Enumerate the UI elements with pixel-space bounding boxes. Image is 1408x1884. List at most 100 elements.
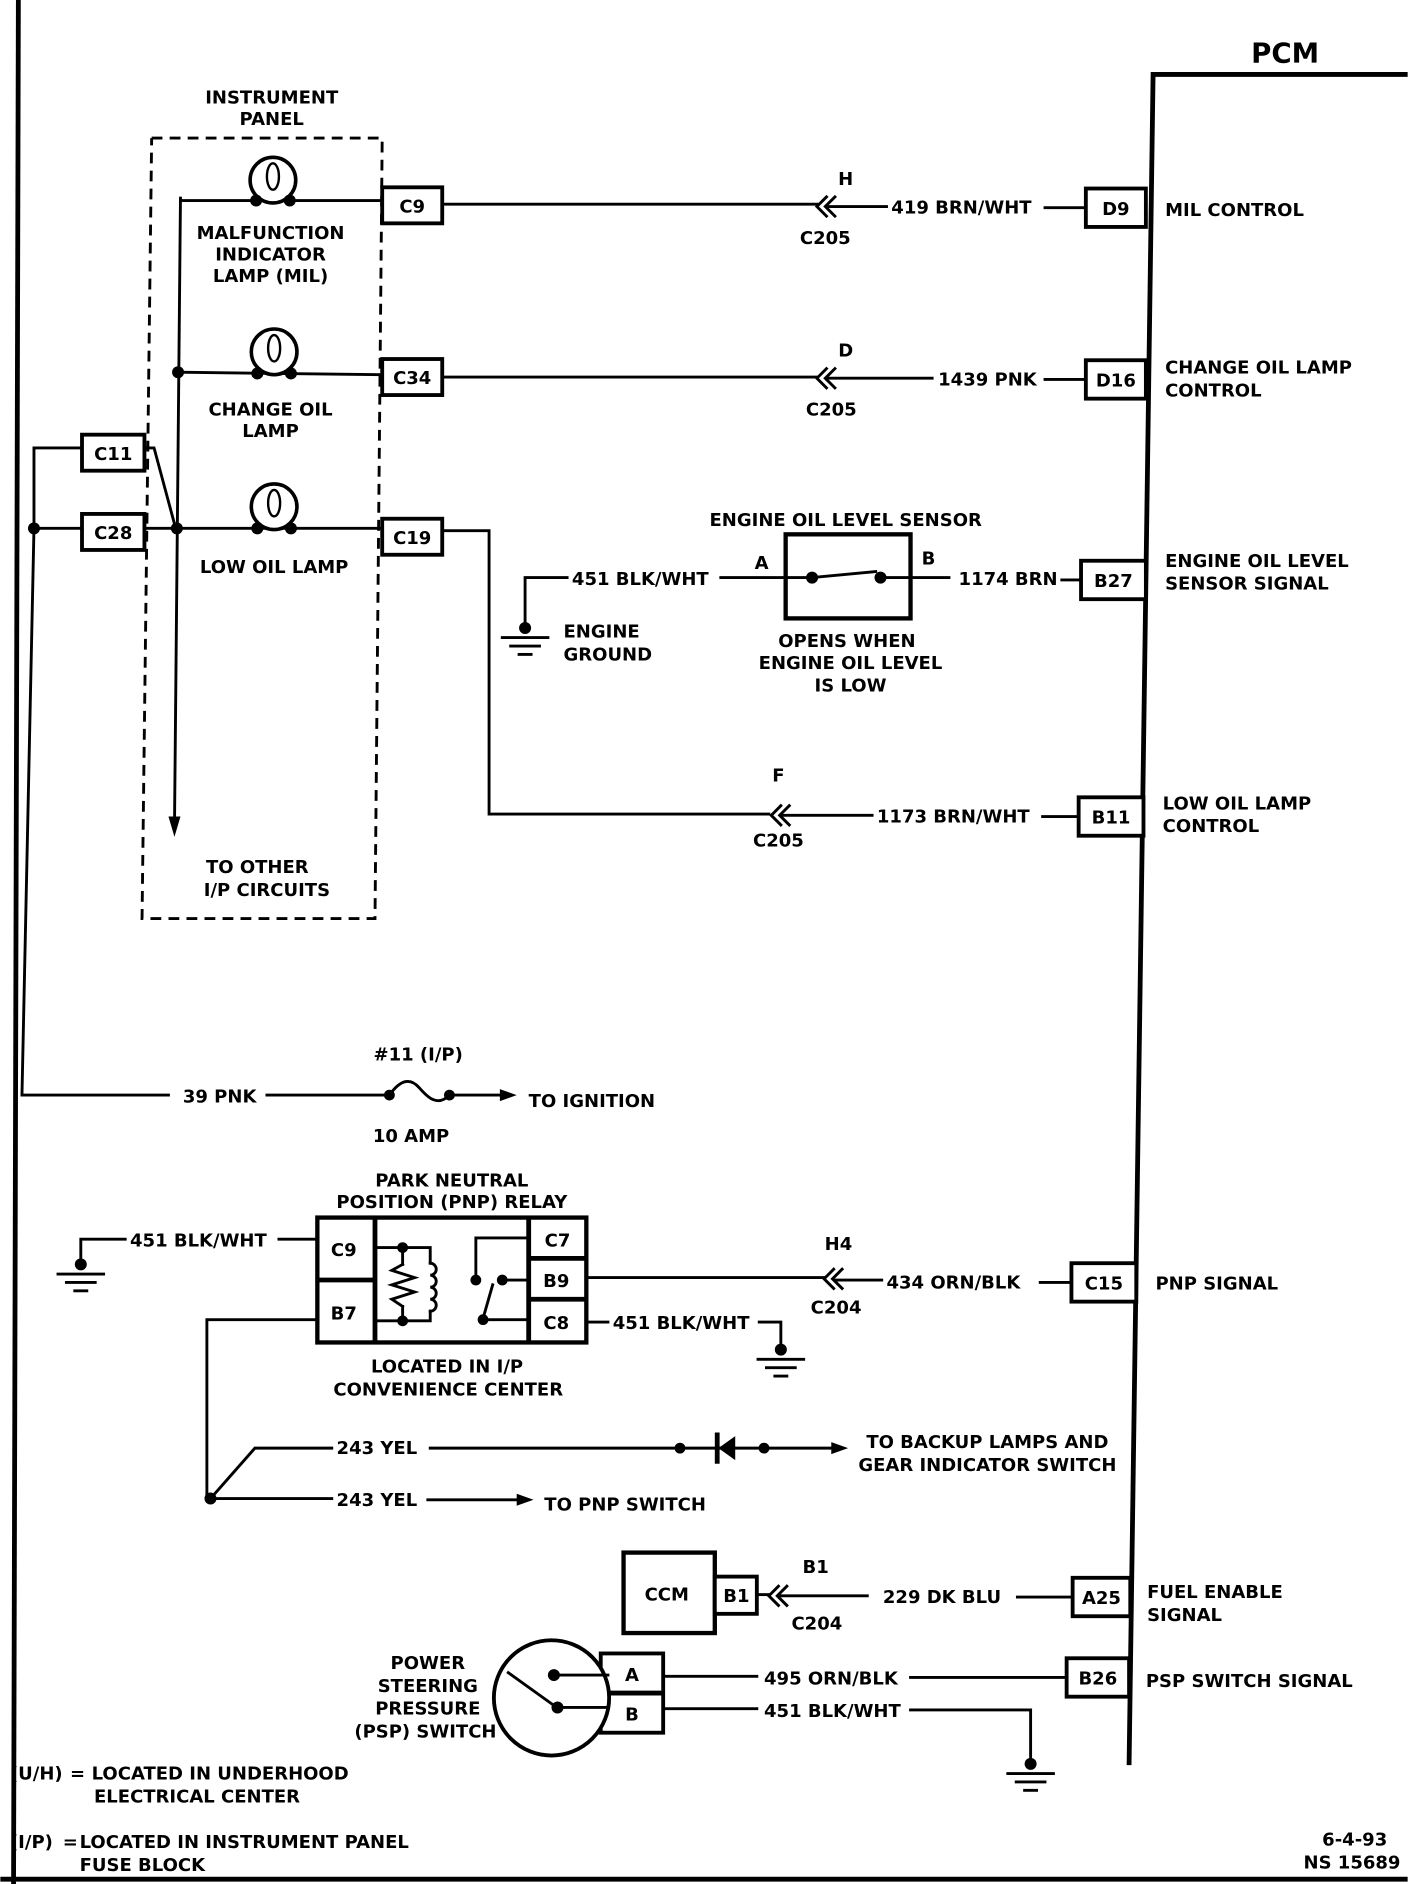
change-oil-label-2: LAMP xyxy=(242,421,299,442)
sensor-note-2: ENGINE OIL LEVEL xyxy=(759,653,943,674)
psp-label-3: PRESSURE xyxy=(375,1699,480,1720)
wire-label: 451 BLK/WHT xyxy=(764,1701,901,1722)
down-arrow-icon xyxy=(168,816,181,837)
pcm-pin-desc-2: CONTROL xyxy=(1165,380,1262,401)
pcm-pin-label: D16 xyxy=(1096,371,1136,392)
wire-label: 434 ORN/BLK xyxy=(887,1272,1022,1293)
wire-label: 1439 PNK xyxy=(938,369,1038,390)
wire-label: 229 DK BLU xyxy=(883,1587,1001,1608)
yel-destination: TO BACKUP LAMPS AND xyxy=(866,1432,1108,1453)
pcm-pin-label: C15 xyxy=(1085,1274,1123,1295)
inline-connector-label: C205 xyxy=(753,831,804,852)
ignition-feed-wire xyxy=(20,526,170,1097)
sensor-note: OPENS WHEN xyxy=(778,631,915,652)
ground-icon xyxy=(500,636,550,656)
wire-label: 243 YEL xyxy=(337,1490,418,1511)
relay-contacts-icon xyxy=(470,1236,531,1326)
legend-text: LOCATED IN INSTRUMENT PANEL xyxy=(80,1832,409,1853)
relay-pin-c9: C9 xyxy=(331,1240,357,1261)
c11-jumper-wire xyxy=(143,446,178,531)
low-oil-label: LOW OIL LAMP xyxy=(200,557,349,578)
circuit-low-oil: F C205 1173 BRN/WHT B11 LOW OIL LAMP CON… xyxy=(440,529,1311,852)
change-oil-label: CHANGE OIL xyxy=(208,399,332,420)
engine-ground-label-2: GROUND xyxy=(564,644,653,665)
yel-circuits: 243 YEL TO BACKUP LAMPS AND GEAR INDICAT… xyxy=(204,1318,1116,1516)
relay-pin-b9: B9 xyxy=(543,1271,569,1292)
inline-pin-label: H xyxy=(838,169,853,190)
relay-pin-b7: B7 xyxy=(331,1304,357,1325)
ccm-label: CCM xyxy=(645,1585,689,1606)
ccm-module xyxy=(621,1550,717,1636)
psp-switch: POWER STEERING PRESSURE (PSP) SWITCH A B… xyxy=(354,1638,1353,1792)
mil-label-2: INDICATOR xyxy=(215,245,326,266)
connector-c9 xyxy=(380,185,445,226)
connector-c34 xyxy=(380,357,445,397)
ground-icon xyxy=(1006,1772,1055,1792)
legend-text: LOCATED IN UNDERHOOD xyxy=(92,1764,349,1785)
pcm-pin-b27 xyxy=(1079,558,1148,602)
psp-pin-b: B xyxy=(625,1705,639,1726)
other-circuits-label-2: I/P CIRCUITS xyxy=(204,880,330,901)
inline-connector-icon xyxy=(822,1267,845,1291)
psp-switch-body xyxy=(491,1638,612,1758)
pcm-pin-desc: PNP SIGNAL xyxy=(1155,1274,1278,1295)
other-circuits-label: TO OTHER xyxy=(206,857,309,878)
pcm-pin-b26 xyxy=(1064,1656,1131,1699)
inline-pin-label: B1 xyxy=(803,1557,829,1578)
wire-label: 495 ORN/BLK xyxy=(764,1669,899,1690)
pcm-pin-desc: FUEL ENABLE xyxy=(1147,1582,1283,1603)
relay-location: LOCATED IN I/P xyxy=(371,1356,523,1377)
left-border-line xyxy=(11,0,21,1884)
pcm-pin-d16 xyxy=(1083,358,1148,401)
terminal-b-label: B xyxy=(922,548,936,569)
pcm-pin-label: B27 xyxy=(1094,571,1133,592)
pcm-pin-desc: CHANGE OIL LAMP xyxy=(1165,357,1352,378)
relay-title-2: POSITION (PNP) RELAY xyxy=(336,1192,568,1213)
relay-coil-icon xyxy=(373,1242,438,1327)
wire-label: 451 BLK/WHT xyxy=(572,569,709,590)
circuit-mil-control: H C205 419 BRN/WHT D9 MIL CONTROL xyxy=(440,169,1304,249)
mil-label-3: LAMP (MIL) xyxy=(213,266,328,287)
wire-label: 1173 BRN/WHT xyxy=(877,807,1031,828)
fuse-rating: 10 AMP xyxy=(373,1126,449,1147)
relay-location-2: CONVENIENCE CENTER xyxy=(333,1379,563,1400)
pcm-pin-a25 xyxy=(1070,1575,1133,1619)
pcm-pin-desc: ENGINE OIL LEVEL xyxy=(1165,551,1349,572)
inline-pin-label: F xyxy=(772,766,784,787)
inline-connector-label: C205 xyxy=(806,399,857,420)
pcm-pin-label: D9 xyxy=(1102,199,1129,220)
pcm-title: PCM xyxy=(1251,36,1319,69)
sensor-note-3: IS LOW xyxy=(815,676,887,697)
psp-label: POWER xyxy=(391,1653,466,1674)
arrow-right-icon xyxy=(499,1089,517,1102)
instrument-panel-title-2: PANEL xyxy=(240,109,304,130)
mil-label: MALFUNCTION xyxy=(197,223,345,244)
circuit-change-oil: D C205 1439 PNK D16 CHANGE OIL LAMP CONT… xyxy=(440,341,1352,420)
inline-pin-label: H4 xyxy=(825,1234,853,1255)
connector-c28 xyxy=(80,512,147,552)
psp-label-4: (PSP) SWITCH xyxy=(354,1722,496,1743)
wire-label: 419 BRN/WHT xyxy=(891,198,1032,219)
legend-text-2: FUSE BLOCK xyxy=(80,1855,206,1876)
pcm-pin-c15 xyxy=(1069,1261,1139,1304)
switch-contact-icon xyxy=(810,569,878,580)
inline-connector-icon xyxy=(766,1584,789,1608)
change-oil-lamp: CHANGE OIL LAMP xyxy=(172,327,384,442)
pcm-module: PCM xyxy=(1126,36,1408,1766)
legend: (U/H) = LOCATED IN UNDERHOOD ELECTRICAL … xyxy=(10,1764,409,1876)
diagram-ref: NS 15689 xyxy=(1304,1852,1401,1873)
inline-pin-label: D xyxy=(838,341,853,362)
inline-connector-label: C204 xyxy=(811,1298,862,1319)
connector-c19-label: C19 xyxy=(393,528,431,549)
yel-destination: TO PNP SWITCH xyxy=(544,1495,706,1516)
ground-icon xyxy=(756,1357,806,1378)
inline-connector-icon xyxy=(814,194,837,219)
psp-pin-a: A xyxy=(625,1665,639,1686)
connector-c19 xyxy=(380,516,445,557)
switch-blade-icon xyxy=(506,1670,558,1709)
c11-wire xyxy=(32,446,84,530)
ground-wire xyxy=(523,576,569,630)
relay-title: PARK NEUTRAL xyxy=(375,1170,528,1191)
ip-bus-wire xyxy=(173,196,182,830)
lamp-filament-icon xyxy=(266,488,282,518)
